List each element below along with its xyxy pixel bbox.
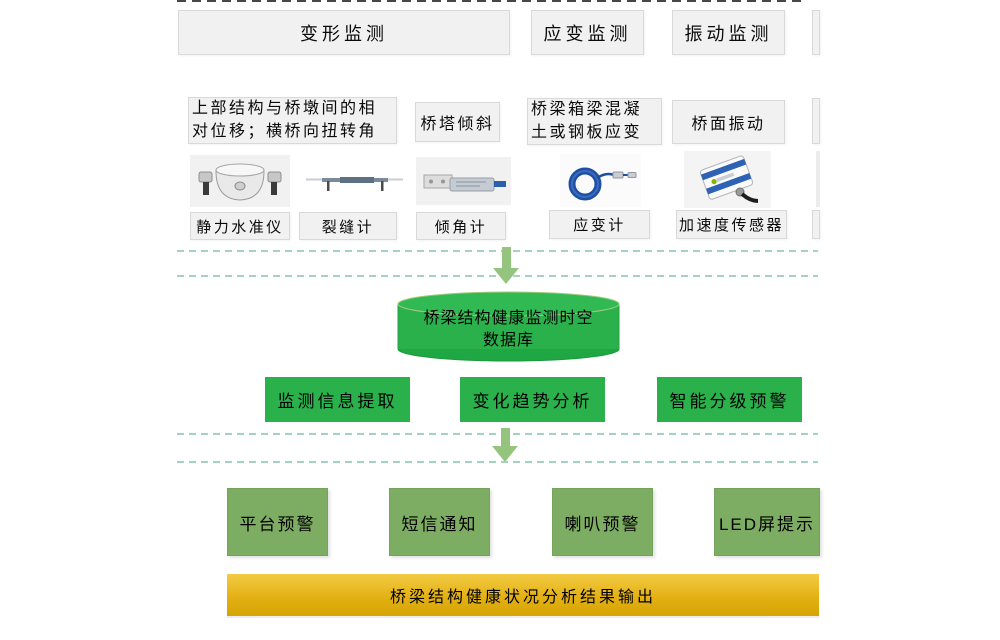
cylinder-shape-icon	[397, 291, 620, 362]
label-static-level-gauge: 静力水准仪	[190, 212, 290, 240]
header-vibration-monitoring: 振动监测	[672, 10, 785, 55]
dashed-separator-4	[177, 461, 818, 463]
label-strain-gauge: 应变计	[549, 210, 650, 239]
strain-gauge-icon	[560, 154, 641, 207]
down-arrow-2-icon	[492, 428, 518, 462]
analysis-smart-warning-box: 智能分级预警	[657, 377, 802, 422]
inclinometer-icon	[416, 157, 511, 205]
static-level-gauge-photo	[190, 155, 290, 207]
header-partial-clipped	[812, 10, 820, 55]
analysis-info-extraction-box: 监测信息提取	[265, 377, 410, 422]
dashed-separator-1	[177, 250, 818, 252]
label-accelerometer: 加速度传感器	[676, 210, 787, 239]
analysis-trend-box: 变化趋势分析	[460, 377, 605, 422]
dashed-separator-3	[177, 433, 818, 435]
static-level-gauge-icon	[190, 155, 290, 207]
strain-gauge-photo	[560, 154, 641, 207]
header-deformation-monitoring: 变形监测	[178, 10, 510, 55]
label-partial-clipped	[812, 210, 820, 239]
accelerometer-icon	[684, 151, 771, 208]
desc-box-girder-strain: 桥梁箱梁混凝土或钢板应变	[527, 98, 662, 145]
header-strain-monitoring: 应变监测	[531, 10, 644, 55]
crack-meter-photo	[302, 163, 407, 201]
result-output-bar: 桥梁结构健康状况分析结果输出	[227, 574, 819, 618]
label-inclinometer: 倾角计	[416, 212, 506, 240]
label-crack-meter: 裂缝计	[299, 212, 397, 240]
alert-sms-box: 短信通知	[389, 488, 490, 556]
alert-horn-box: 喇叭预警	[552, 488, 653, 556]
accelerometer-photo	[684, 151, 771, 208]
alert-led-screen-box: LED屏提示	[714, 488, 820, 556]
desc-tower-tilt: 桥塔倾斜	[415, 102, 500, 142]
desc-deck-vibration: 桥面振动	[672, 100, 785, 144]
top-dashed-line	[177, 0, 806, 2]
sensor-photo-partial-clipped	[816, 151, 820, 207]
inclinometer-photo	[416, 157, 511, 205]
crack-meter-icon	[302, 163, 407, 201]
desc-relative-displacement: 上部结构与桥墩间的相对位移；横桥向扭转角	[188, 97, 397, 144]
desc-partial-clipped	[812, 98, 820, 144]
alert-platform-box: 平台预警	[227, 488, 328, 556]
down-arrow-icon	[493, 247, 519, 284]
database-cylinder: 桥梁结构健康监测时空数据库	[397, 291, 620, 362]
database-label: 桥梁结构健康监测时空数据库	[423, 310, 594, 349]
